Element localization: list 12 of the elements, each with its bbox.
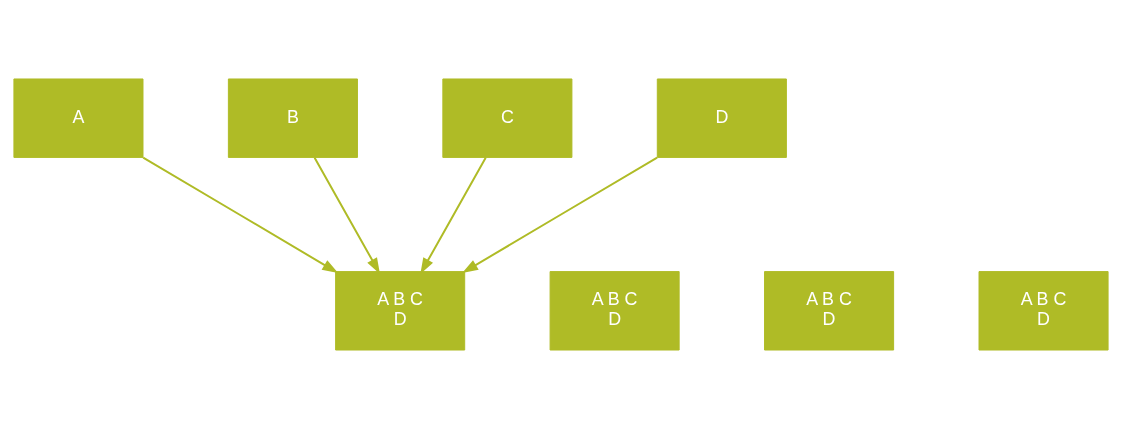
node-box: A B C D <box>764 271 895 351</box>
node-box: A B C D <box>549 271 680 351</box>
arrow <box>420 156 487 274</box>
arrow <box>462 156 659 274</box>
node-box: A B C D <box>335 271 466 351</box>
node-box: A <box>13 78 144 158</box>
arrow <box>313 156 380 274</box>
node-box: A B C D <box>978 271 1109 351</box>
node-box: D <box>656 78 787 158</box>
arrow <box>142 156 339 274</box>
node-box: B <box>227 78 358 158</box>
node-box: C <box>442 78 573 158</box>
